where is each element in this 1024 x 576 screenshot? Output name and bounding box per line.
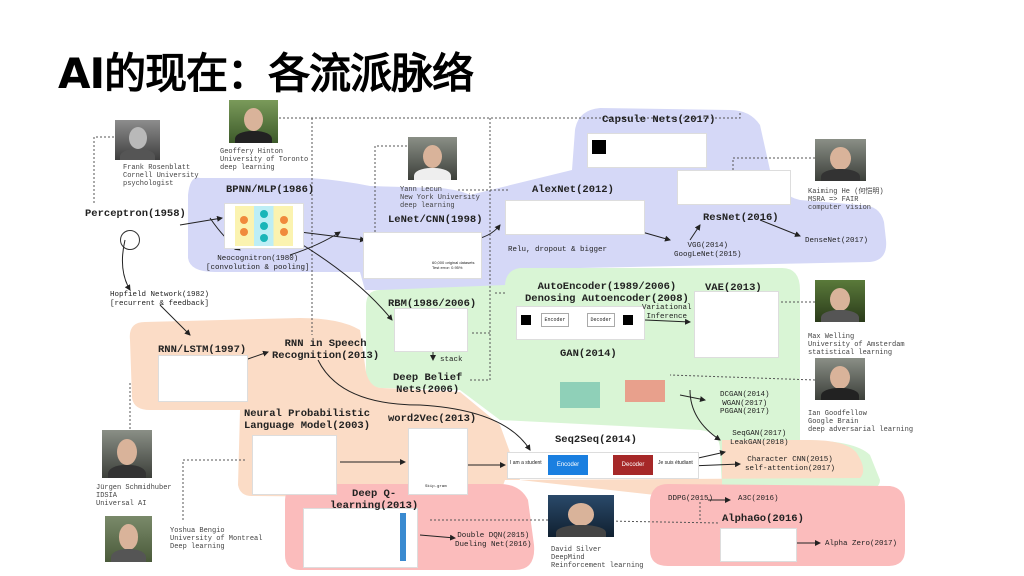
node-dbn: Deep Belief Nets(2006) xyxy=(393,372,463,397)
caption-hinton: Geoffery Hinton University of Toronto de… xyxy=(220,148,309,173)
photo-bengio xyxy=(105,516,152,562)
caption-rosenblatt: Frank Rosenblatt Cornell University psyc… xyxy=(123,164,199,189)
node-alphago: AlphaGo(2016) xyxy=(722,513,804,525)
node-dqn: Deep Q- learning(2013) xyxy=(330,488,419,513)
caption-bengio: Yoshua Bengio University of Montreal Dee… xyxy=(170,527,263,552)
figure-alexnet xyxy=(505,200,645,235)
photo-hinton xyxy=(229,100,278,143)
node-vae: VAE(2013) xyxy=(705,282,762,294)
figure-gan xyxy=(540,360,665,410)
caption-lecun: Yann Lecun New York University deep lear… xyxy=(400,186,480,211)
figure-rbm xyxy=(394,308,468,352)
figure-capsule xyxy=(587,133,707,168)
ae-encoder-label: Encoder xyxy=(541,313,569,327)
node-rnn-speech: RNN in Speech Recognition(2013) xyxy=(272,338,380,363)
node-stack: stack xyxy=(440,356,463,364)
node-resnet: ResNet(2016) xyxy=(703,212,779,224)
photo-rosenblatt xyxy=(115,120,160,160)
photo-welling xyxy=(815,280,865,322)
node-neocognitron: Neocognitron(1980) [convolution & poolin… xyxy=(206,255,310,272)
node-alexnet-note: Relu, dropout & bigger xyxy=(508,246,608,254)
node-vgg-googlenet: VGG(2014) GoogLeNet(2015) xyxy=(674,242,742,259)
node-variational-inference: Variational Inference xyxy=(642,304,692,321)
figure-perceptron xyxy=(85,222,175,257)
photo-lecun xyxy=(408,137,457,180)
caption-kaiming: Kaiming He (何恺明) MSRA => FAIR computer v… xyxy=(808,188,884,213)
photo-silver xyxy=(548,495,614,537)
caption-welling: Max Welling University of Amsterdam stat… xyxy=(808,333,905,358)
node-gan: GAN(2014) xyxy=(560,348,617,360)
node-lenet: LeNet/CNN(1998) xyxy=(388,214,483,226)
figure-mlp xyxy=(224,203,304,249)
seq-input: I am a student xyxy=(510,460,542,466)
figure-vae xyxy=(694,291,779,358)
page-title: AI的现在：各流派脉络 xyxy=(58,49,474,98)
caption-silver: David Silver DeepMind Reinforcement lear… xyxy=(551,546,644,571)
node-char-cnn: Character CNN(2015) self-attention(2017) xyxy=(745,456,836,473)
figure-nplm xyxy=(252,435,337,495)
node-nplm: Neural Probabilistic Language Model(2003… xyxy=(244,408,371,433)
node-bpnn-mlp: BPNN/MLP(1986) xyxy=(226,184,315,196)
encoder-block: Encoder xyxy=(548,455,588,475)
node-hopfield: Hopfield Network(1982) [recurrent & feed… xyxy=(110,291,210,308)
node-seq2seq: Seq2Seq(2014) xyxy=(555,434,637,446)
cnn-region xyxy=(188,108,887,290)
node-rbm: RBM(1986/2006) xyxy=(388,298,477,310)
ae-decoder-label: Decoder xyxy=(587,313,615,327)
node-perceptron: Perceptron(1958) xyxy=(85,208,186,220)
figure-lenet: 60,000 original datasets Test error: 0.9… xyxy=(363,232,482,279)
photo-schmidhuber xyxy=(102,430,152,478)
figure-seq2seq: I am a student Encoder Decoder Je suis é… xyxy=(507,452,699,479)
photo-goodfellow xyxy=(815,358,865,400)
caption-schmidhuber: Jürgen Schmidhuber IDSIA Universal AI xyxy=(96,484,172,509)
figure-autoencoder: Encoder Decoder xyxy=(516,306,645,340)
node-word2vec: word2Vec(2013) xyxy=(388,413,477,425)
caption-goodfellow: Ian Goodfellow Google Brain deep adversa… xyxy=(808,410,914,435)
node-a3c: A3C(2016) xyxy=(738,495,779,503)
node-ddpg: DDPG(2015) xyxy=(668,495,714,503)
lenet-note: 60,000 original datasets Test error: 0.9… xyxy=(432,260,475,270)
seq-output: Je suis étudiant xyxy=(658,460,693,466)
node-capsule-nets: Capsule Nets(2017) xyxy=(602,114,716,126)
skip-gram-label: Skip-gram xyxy=(425,485,447,489)
node-alexnet: AlexNet(2012) xyxy=(532,184,614,196)
node-seqgan: SeqGAN(2017) LeakGAN(2018) xyxy=(730,430,789,447)
figure-lstm xyxy=(158,355,248,402)
node-double-dqn: Double DQN(2015) Dueling Net(2016) xyxy=(455,532,532,549)
decoder-block: Decoder xyxy=(613,455,653,475)
node-rnn-lstm: RNN/LSTM(1997) xyxy=(158,344,247,356)
figure-word2vec: Skip-gram xyxy=(408,428,468,495)
node-densenet: DenseNet(2017) xyxy=(805,237,869,245)
figure-resnet xyxy=(677,170,791,205)
figure-alphago xyxy=(720,528,797,562)
node-gan-variants: DCGAN(2014) WGAN(2017) PGGAN(2017) xyxy=(720,391,770,417)
rl-region-alphago xyxy=(650,484,905,566)
node-alphazero: Alpha Zero(2017) xyxy=(825,540,898,548)
node-autoencoder: AutoEncoder(1989/2006) Denosing Autoenco… xyxy=(525,281,689,306)
figure-dqn xyxy=(303,508,418,568)
photo-kaiming xyxy=(815,139,866,181)
